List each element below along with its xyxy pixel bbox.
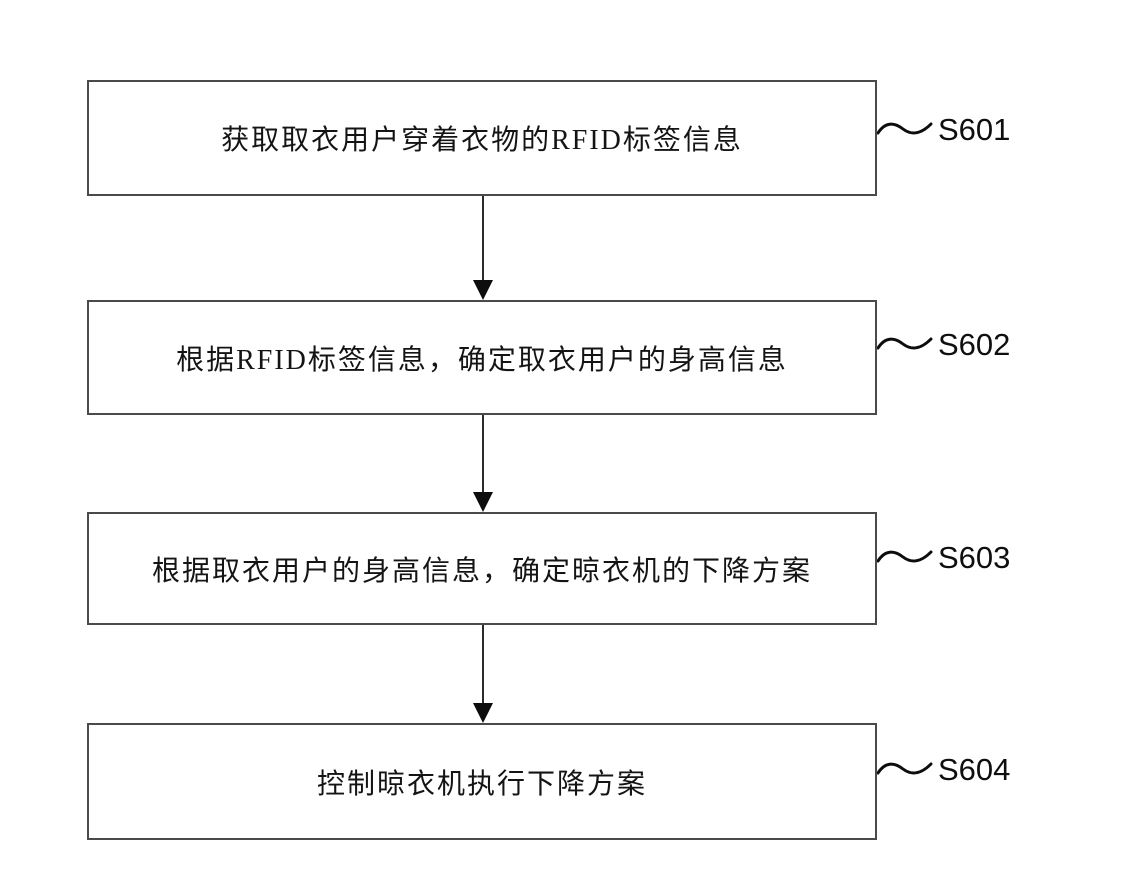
- step-label-text: S604: [938, 752, 1011, 787]
- arrow-head: [473, 492, 493, 512]
- step-box-s601: 获取取衣用户穿着衣物的RFID标签信息: [87, 80, 877, 196]
- step-label-s602: S602: [877, 326, 1010, 364]
- tilde-wave-icon: [877, 758, 935, 782]
- arrow-head: [473, 703, 493, 723]
- step-box-s603: 根据取衣用户的身高信息，确定晾衣机的下降方案: [87, 512, 877, 625]
- step-box-s602: 根据RFID标签信息，确定取衣用户的身高信息: [87, 300, 877, 415]
- step-text-s601: 获取取衣用户穿着衣物的RFID标签信息: [221, 125, 743, 156]
- tilde-wave-icon: [877, 333, 935, 357]
- step-box-s604: 控制晾衣机执行下降方案: [87, 723, 877, 840]
- down-arrow-icon: [473, 415, 493, 512]
- arrow-head: [473, 280, 493, 300]
- step-label-text: S601: [938, 112, 1011, 147]
- step-text-s603: 根据取衣用户的身高信息，确定晾衣机的下降方案: [151, 555, 812, 587]
- step-label-s604: S604: [877, 751, 1010, 789]
- arrow-shaft: [482, 625, 484, 705]
- tilde-wave-icon: [877, 546, 935, 570]
- step-label-text: S603: [938, 540, 1011, 575]
- step-label-s603: S603: [877, 539, 1010, 577]
- arrow-shaft: [482, 415, 484, 494]
- step-label-text: S602: [938, 327, 1011, 362]
- down-arrow-icon: [473, 625, 493, 723]
- tilde-wave-icon: [877, 118, 935, 142]
- step-text-s602: 根据RFID标签信息，确定取衣用户的身高信息: [176, 344, 788, 376]
- down-arrow-icon: [473, 196, 493, 300]
- step-label-s601: S601: [877, 111, 1010, 149]
- arrow-shaft: [482, 196, 484, 282]
- step-text-s604: 控制晾衣机执行下降方案: [316, 768, 647, 800]
